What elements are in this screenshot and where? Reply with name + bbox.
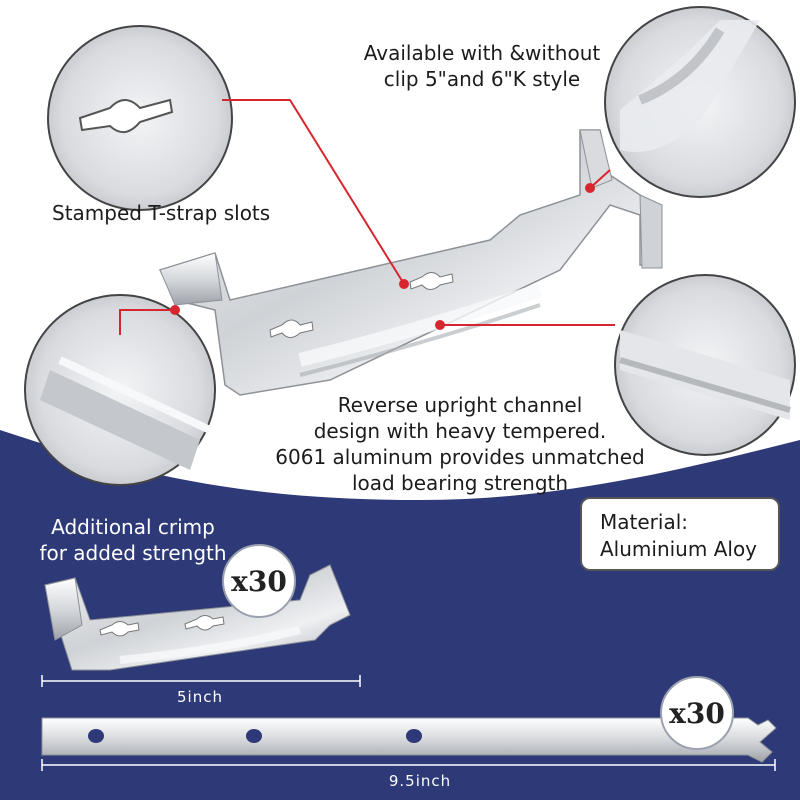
zoom-circle-crimp bbox=[24, 294, 216, 486]
main-hanger-illustration bbox=[158, 129, 663, 396]
zoom-circle-slot bbox=[47, 25, 233, 211]
dimension-line-5inch bbox=[41, 675, 361, 687]
dimension-line-9-5inch bbox=[41, 759, 776, 771]
zoom-circle-channel bbox=[614, 274, 796, 456]
material-box: Material: Aluminium Aloy bbox=[580, 497, 780, 571]
material-value: Aluminium Aloy bbox=[600, 537, 758, 561]
callout-channel-design: Reverse upright channel design with heav… bbox=[275, 393, 645, 495]
dimension-label-hanger: 5inch bbox=[177, 688, 223, 706]
small-hanger-illustration bbox=[44, 564, 351, 671]
zoom-circle-clip bbox=[604, 6, 796, 198]
leader-lines bbox=[119, 99, 615, 335]
dimension-label-strap: 9.5inch bbox=[388, 772, 452, 790]
material-label: Material: bbox=[600, 510, 688, 534]
flat-strap-illustration bbox=[41, 717, 777, 763]
callout-t-strap-slots: Stamped T-strap slots bbox=[52, 201, 271, 225]
callout-clip-style: Available with &without clip 5"and 6"K s… bbox=[363, 41, 601, 91]
callout-crimp: Additional crimp for added strength bbox=[39, 515, 227, 565]
quantity-badge-strap: x30 bbox=[660, 676, 734, 750]
quantity-badge-hanger: x30 bbox=[222, 544, 296, 618]
